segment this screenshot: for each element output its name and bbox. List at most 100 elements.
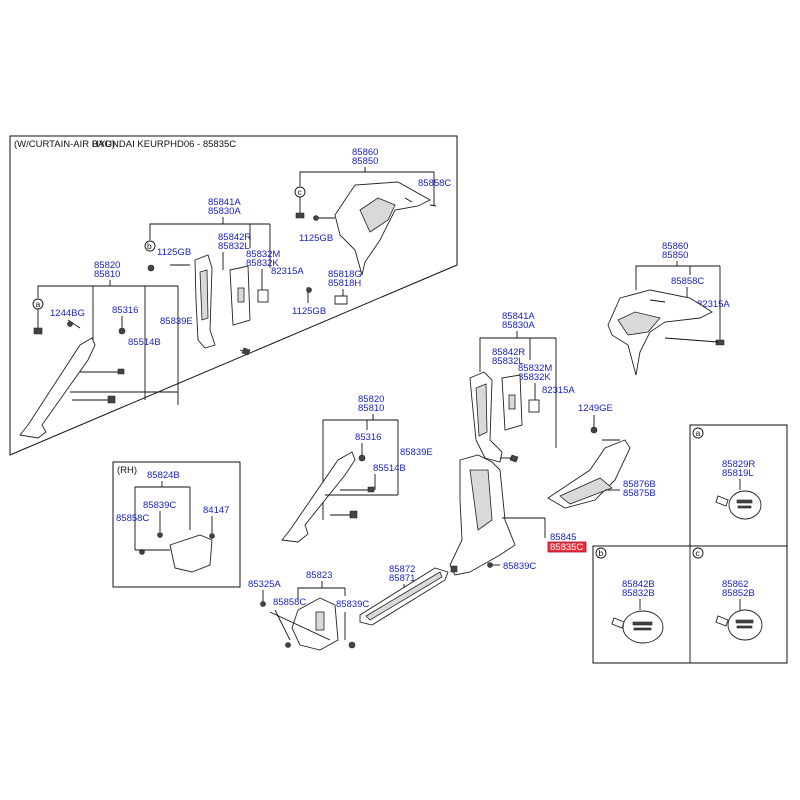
part-label-85820[interactable]: 85820 [94,260,120,271]
part-label-85832L-mid[interactable]: 85832L [492,356,524,367]
bracket-group: 85818G 85818H 1125GB [292,269,362,317]
part-label-85316-mid[interactable]: 85316 [355,432,381,443]
quarter-trim-group: 85860 85850 85858C 82315A [607,241,730,376]
quarter-trim-window [359,197,396,233]
part-label-85839E[interactable]: 85839E [160,316,193,327]
part-label-85842B[interactable]: 85842B [622,579,655,590]
part-label-85839C-rh[interactable]: 85839C [143,500,176,511]
part-label-85830A[interactable]: 85830A [208,206,241,217]
cap-c[interactable] [727,609,763,641]
callout-c-text: c [298,187,303,197]
part-label-1125GB-3[interactable]: 1125GB [292,306,326,317]
quarter-trim[interactable] [607,289,713,376]
a-pillar-upper[interactable] [19,337,96,439]
part-label-85858C-rh[interactable]: 85858C [116,513,149,524]
part-label-85850[interactable]: 85850 [352,156,378,167]
part-label-1249GE[interactable]: 1249GE [578,403,613,414]
clip-82315A[interactable] [257,289,269,303]
part-label-85830A-mid[interactable]: 85830A [502,320,535,331]
part-label-85824B[interactable]: 85824B [147,470,180,481]
part-label-85852B[interactable]: 85852B [722,588,755,599]
part-label-85839C-bottom[interactable]: 85839C [336,599,369,610]
part-label-84147[interactable]: 84147 [203,505,229,516]
part-label-85832K[interactable]: 85832K [246,258,279,269]
cap-b-logo2 [633,627,652,631]
part-label-85858C-right[interactable]: 85858C [671,276,704,287]
part-label-85325A[interactable]: 85325A [248,579,281,590]
clip-82315A-mid[interactable] [528,399,540,413]
part-label-1244BG[interactable]: 1244BG [50,308,85,319]
detail-callout-a[interactable] [692,427,704,439]
part-label-85820-mid[interactable]: 85820 [358,394,384,405]
part-label-1125GB-1[interactable]: 1125GB [299,233,333,244]
part-label-85810[interactable]: 85810 [94,269,120,280]
cap-a[interactable] [728,490,762,520]
sill-scuff-group: 85872 85871 [359,564,449,626]
part-label-1125GB-2[interactable]: 1125GB [157,247,191,258]
part-label-85514B[interactable]: 85514B [128,337,161,348]
detail-callout-c[interactable] [692,547,704,559]
cowl-trim[interactable] [291,597,339,651]
part-label-85818G[interactable]: 85818G [328,269,362,280]
part-label-85839C-mid[interactable]: 85839C [503,561,536,572]
part-label-85876B[interactable]: 85876B [623,479,656,490]
part-label-85839E-mid[interactable]: 85839E [400,447,433,458]
b-pillar-upper-group: 85841A 85830A b 1125GB 85842R 85832L 858… [144,197,304,356]
a-pillar-lower[interactable] [281,451,356,543]
cap-c-logo2 [736,625,753,629]
part-label-82315A[interactable]: 82315A [271,266,304,277]
part-label-85832M[interactable]: 85832M [246,249,280,260]
part-label-85835C[interactable]: 85835C [550,542,583,553]
scuff-panel[interactable] [547,439,631,509]
part-label-85850-right[interactable]: 85850 [662,250,688,261]
part-label-85829R[interactable]: 85829R [722,459,755,470]
part-label-85832L[interactable]: 85832L [218,241,250,252]
quarter-trim-upper[interactable] [334,181,431,276]
part-label-85841A[interactable]: 85841A [208,197,241,208]
curtain-airbag-frame: (W/CURTAIN-AIR BAG) HYUNDAI KEURPHD06 - … [9,135,458,456]
rh-bracket[interactable] [169,534,213,573]
part-label-85875B[interactable]: 85875B [623,488,656,499]
callout-b[interactable] [144,240,156,252]
part-label-85860[interactable]: 85860 [352,147,378,158]
screw-icon [306,287,312,293]
detail-panel: a b c 85829R 85819L 85842B 85832B 85862 … [592,424,788,664]
clip-icon [260,601,266,607]
part-label-85858C[interactable]: 85858C [418,178,451,189]
bracket-85818[interactable] [334,295,348,305]
part-label-85845[interactable]: 85845 [550,532,576,543]
part-label-85832K-mid[interactable]: 85832K [518,372,551,383]
part-label-85819L[interactable]: 85819L [722,468,754,479]
cap-b[interactable] [622,610,664,644]
clip-icon [487,562,493,568]
rh-inset: (RH) 85824B 85839C 85858C 84147 [112,461,241,588]
part-label-85832B[interactable]: 85832B [622,588,655,599]
callout-b-text: b [147,241,152,251]
belt-slot [237,287,245,303]
cap-c-logo [735,619,754,624]
part-label-85818H[interactable]: 85818H [328,278,361,289]
part-label-85872[interactable]: 85872 [389,564,415,575]
part-label-85860-right[interactable]: 85860 [662,241,688,252]
detail-callout-b[interactable] [595,547,607,559]
part-label-85514B-mid[interactable]: 85514B [373,463,406,474]
cap-a-logo2 [737,505,752,509]
part-label-85842R-mid[interactable]: 85842R [492,347,525,358]
clip-icon [349,510,358,519]
part-label-85810-mid[interactable]: 85810 [358,403,384,414]
part-label-85823[interactable]: 85823 [306,570,332,581]
part-label-82315A-right[interactable]: 82315A [697,299,730,310]
clip-icon [157,532,163,538]
screw-icon [590,426,598,434]
part-label-85316[interactable]: 85316 [112,305,138,316]
part-label-85858C-bottom[interactable]: 85858C [273,597,306,608]
part-label-82315A-mid[interactable]: 82315A [542,385,575,396]
part-label-85832M-mid[interactable]: 85832M [518,363,552,374]
part-label-85871[interactable]: 85871 [389,573,415,584]
highlighted-part-badge[interactable] [547,541,587,553]
part-label-85842R[interactable]: 85842R [218,232,251,243]
part-label-85841A-mid[interactable]: 85841A [502,311,535,322]
part-label-85862[interactable]: 85862 [722,579,748,590]
a-pillar-lower-group: 85820 85810 85316 85839E 85514B [281,394,433,543]
